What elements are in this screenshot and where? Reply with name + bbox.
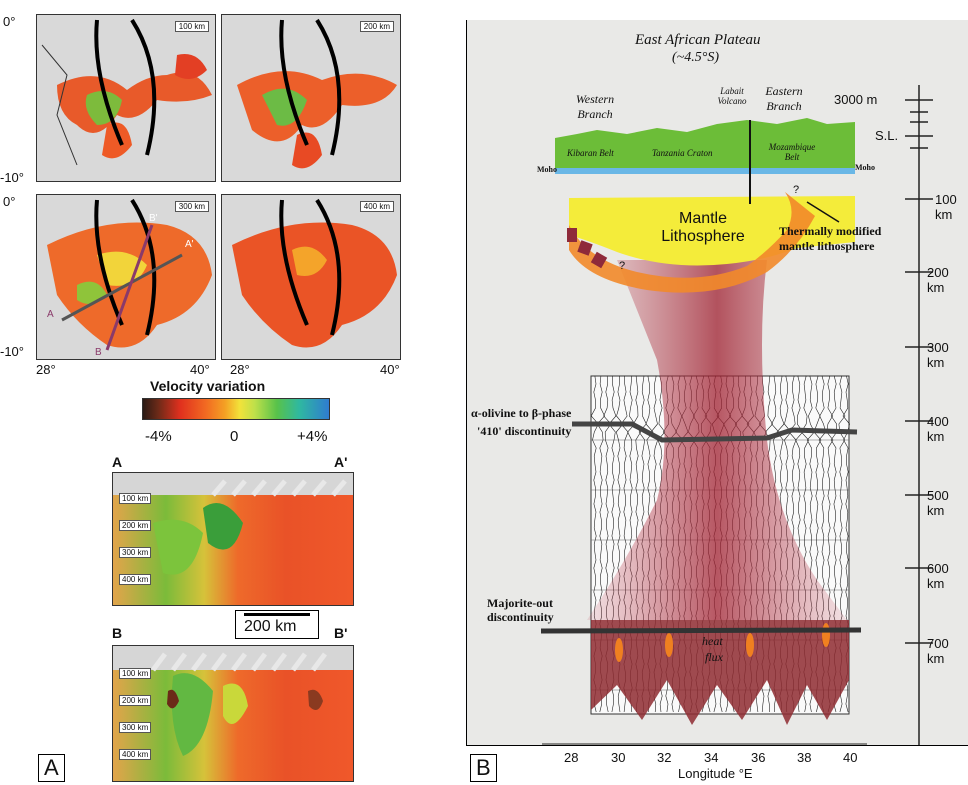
volcano-label: Labait Volcano (717, 86, 747, 106)
cross-section-a-a-prime: 100 km 200 km 300 km 400 km (112, 472, 354, 606)
depth-tick-400: 400 km (927, 414, 949, 444)
tomography-map-100km: 100 km (36, 14, 216, 182)
western-branch-label: Western Branch (575, 92, 615, 121)
depth-tick-100: 100 km (935, 192, 957, 222)
belt-label-kibaran: Kibaran Belt (567, 148, 614, 158)
depth-tick-300: 300 km (927, 340, 949, 370)
moho-label-right: Moho (855, 163, 875, 172)
heat-flux-label-1: heat (702, 634, 723, 648)
section-depth-tick: 100 km (119, 493, 152, 504)
depth-tick-500: 500 km (927, 488, 949, 518)
depth-tick-700: 700 km (927, 636, 949, 666)
section-ab-start: A (112, 454, 123, 470)
panel-b-diagram: East African Plateau (~4.5°S) Western Br… (466, 20, 968, 746)
section-depth-tick: 300 km (119, 722, 152, 733)
section-depth-tick: 400 km (119, 574, 152, 585)
section-depth-tick: 200 km (119, 520, 152, 531)
colorbar-title: Velocity variation (150, 378, 266, 394)
x-axis-label: Longitude °E (678, 766, 753, 781)
panel-a-letter: A (38, 754, 65, 782)
section-ab-end: A' (334, 454, 348, 470)
map-depth-tag: 200 km (359, 21, 394, 32)
section-graphic (113, 646, 353, 756)
discontinuity-410-label-2: '410' discontinuity (477, 424, 572, 438)
map-graphic (41, 18, 212, 166)
section-depth-tick: 100 km (119, 668, 152, 679)
question-mark: ? (793, 184, 800, 196)
thermal-lithosphere-label: Thermally modified mantle lithosphere (779, 224, 882, 253)
tomography-map-400km: 400 km (221, 194, 401, 360)
belt-label-mozambique: Mozambique Belt (768, 142, 816, 162)
map-depth-tag: 100 km (174, 21, 209, 32)
depth-tick-200: 200 km (927, 265, 949, 295)
longitude-tick-36: 36 (751, 750, 766, 765)
map-depth-tag: 400 km (359, 201, 394, 212)
section-depth-tick: 400 km (119, 749, 152, 760)
profile-label-a: A (47, 309, 54, 320)
profile-label-a-prime: A' (185, 239, 194, 250)
scale-bar-label: 200 km (244, 618, 297, 635)
profile-label-b: B (95, 347, 102, 358)
mantle-lithosphere-label: Mantle Lithosphere (661, 210, 745, 245)
colorbar-tick-zero: 0 (230, 428, 239, 445)
lon-label-40-left: 40° (190, 362, 210, 377)
tomography-map-200km: 200 km (221, 14, 401, 182)
depth-tick-600: 600 km (927, 561, 949, 591)
lon-label-28-right: 28° (230, 362, 250, 377)
majorite-label-2: discontinuity (487, 610, 554, 624)
longitude-tick-38: 38 (797, 750, 812, 765)
map-depth-tag: 300 km (174, 201, 209, 212)
lat-label-10-top: -10° (0, 170, 24, 185)
section-graphic (113, 473, 353, 575)
elevation-label-3000: 3000 m (834, 92, 878, 107)
discontinuity-410-label-1: α-olivine to β-phase (471, 406, 572, 420)
section-depth-tick: 300 km (119, 547, 152, 558)
map-graphic: A A' B B' (47, 198, 212, 358)
longitude-tick-30: 30 (611, 750, 626, 765)
map-graphic (232, 198, 397, 348)
section-bb-end: B' (334, 625, 348, 641)
lat-label-0-top: 0° (3, 14, 16, 29)
velocity-colorbar (142, 398, 330, 420)
longitude-tick-34: 34 (704, 750, 719, 765)
section-depth-tick: 200 km (119, 695, 152, 706)
eastern-branch-label: Eastern Branch (765, 84, 803, 113)
lon-label-28-left: 28° (36, 362, 56, 377)
moho-label-left: Moho (537, 165, 557, 174)
colorbar-tick-max: +4% (297, 428, 328, 445)
map-graphic (237, 18, 397, 169)
diagram-title: East African Plateau (635, 32, 761, 48)
tomography-map-300km: A A' B B' 300 km (36, 194, 216, 360)
section-bb-start: B (112, 625, 123, 641)
longitude-tick-40: 40 (843, 750, 858, 765)
scale-bar: 200 km (235, 610, 319, 639)
longitude-tick-32: 32 (657, 750, 672, 765)
elevation-label-sl: S.L. (875, 128, 899, 143)
longitude-tick-28: 28 (564, 750, 579, 765)
heat-flux-label-2: flux (705, 650, 723, 664)
lat-label-0-bottom: 0° (3, 194, 16, 209)
colorbar-tick-min: -4% (145, 428, 172, 445)
profile-label-b-prime: B' (149, 213, 158, 224)
majorite-label-1: Majorite-out (487, 596, 553, 610)
lon-label-40-right: 40° (380, 362, 400, 377)
cross-section-b-b-prime: 100 km 200 km 300 km 400 km (112, 645, 354, 782)
lat-label-10-bottom: -10° (0, 344, 24, 359)
scale-bar-line (244, 613, 310, 616)
diagram-subtitle: (~4.5°S) (672, 50, 719, 65)
panel-b-graphic (540, 85, 933, 745)
question-mark: ? (619, 260, 626, 272)
belt-label-craton: Tanzania Craton (652, 148, 713, 158)
panel-b-letter: B (470, 754, 497, 782)
